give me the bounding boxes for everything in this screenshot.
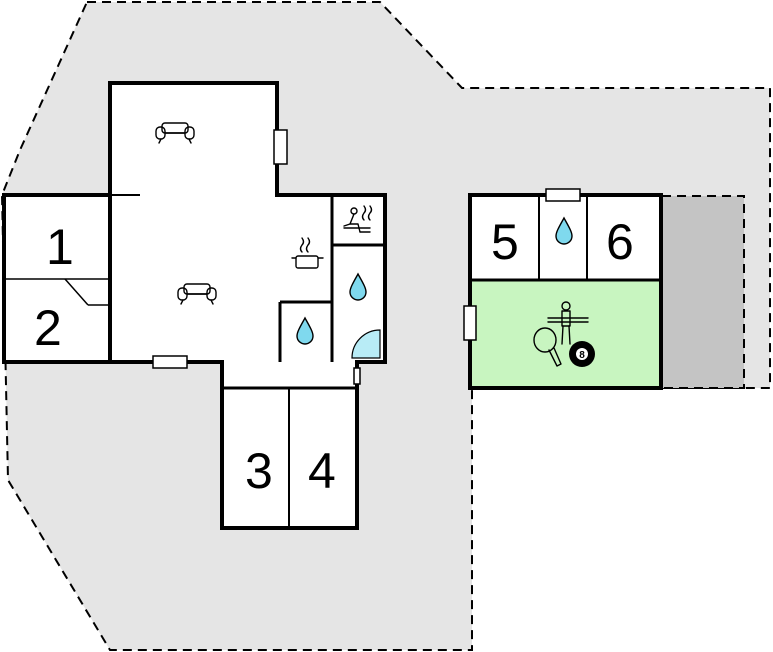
living-room-floor	[110, 83, 385, 362]
annex	[470, 195, 661, 388]
room-label-4: 4	[308, 443, 336, 499]
shower-door	[351, 329, 381, 359]
sofa-icon	[155, 122, 195, 144]
window	[152, 355, 188, 369]
windows	[152, 129, 581, 385]
sofa-icon	[177, 283, 217, 305]
table-football-icon	[547, 301, 589, 345]
billiard-ball-number: 8	[579, 350, 585, 361]
room-label-1: 1	[46, 219, 74, 275]
sauna-icon	[343, 205, 373, 233]
table-tennis-icon	[533, 327, 562, 367]
hallway-floor	[222, 362, 357, 388]
billiard-ball-icon: 8	[569, 341, 595, 367]
game-room-floor	[470, 280, 661, 388]
window	[545, 188, 581, 202]
main-house-walls	[2, 81, 387, 530]
water-drop-icon	[555, 216, 573, 245]
carport-area	[661, 195, 745, 389]
room-label-3: 3	[245, 443, 273, 499]
room-label-5: 5	[491, 214, 519, 270]
water-drop-icon	[296, 316, 314, 345]
room-label-6: 6	[606, 214, 634, 270]
window	[463, 305, 477, 341]
kitchen-pot-icon	[291, 237, 324, 269]
water-drop-icon	[349, 272, 367, 301]
window	[273, 129, 288, 165]
window	[353, 367, 361, 385]
room-label-2: 2	[34, 300, 62, 356]
